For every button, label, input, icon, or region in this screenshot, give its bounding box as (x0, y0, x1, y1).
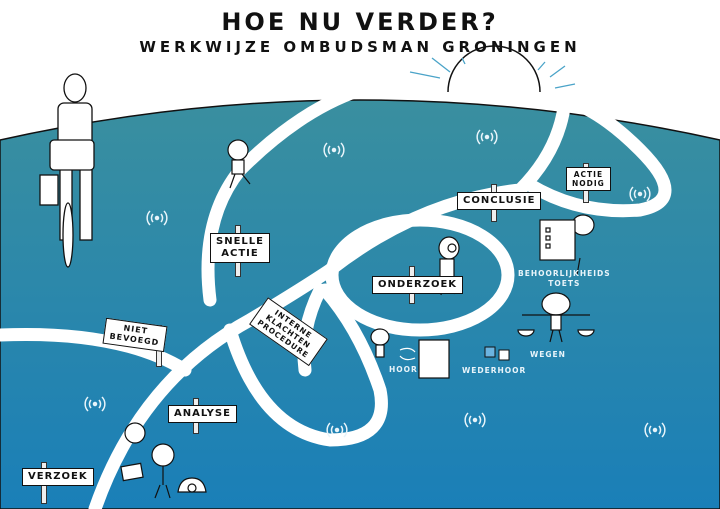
sign-snelle-actie: SNELLE ACTIE (210, 233, 270, 263)
runner-figure (227, 139, 251, 189)
sign-analyse: ANALYSE (168, 405, 237, 423)
envelope-icon (120, 462, 144, 482)
magnifier-figure (438, 236, 460, 296)
sign-actie-nodig: ACTIE NODIG (566, 167, 611, 191)
page-subtitle: WERKWIJZE OMBUDSMAN GRONINGEN (139, 38, 581, 56)
hoor-figure (370, 328, 450, 379)
label-wederhoor: WEDERHOOR (462, 366, 527, 375)
sign-onderzoek: ONDERZOEK (372, 276, 464, 294)
thumbs-icon (484, 346, 510, 361)
wifi-signal-icon (84, 129, 666, 438)
scales-figure (517, 292, 595, 343)
analyse-figure (120, 422, 207, 499)
cyclist-figure (39, 73, 95, 268)
label-behoorlijkheidstoets: BEHOORLIJKHEIDS TOETS (518, 269, 611, 288)
sign-conclusie: CONCLUSIE (457, 192, 542, 210)
label-wegen: WEGEN (530, 350, 566, 359)
clipboard-figure (539, 214, 595, 276)
label-hoor: HOOR (389, 365, 418, 374)
globe (0, 99, 720, 509)
sun-icon (409, 45, 576, 93)
page-title: HOE NU VERDER? (221, 8, 499, 36)
sign-verzoek: VERZOEK (22, 468, 94, 486)
